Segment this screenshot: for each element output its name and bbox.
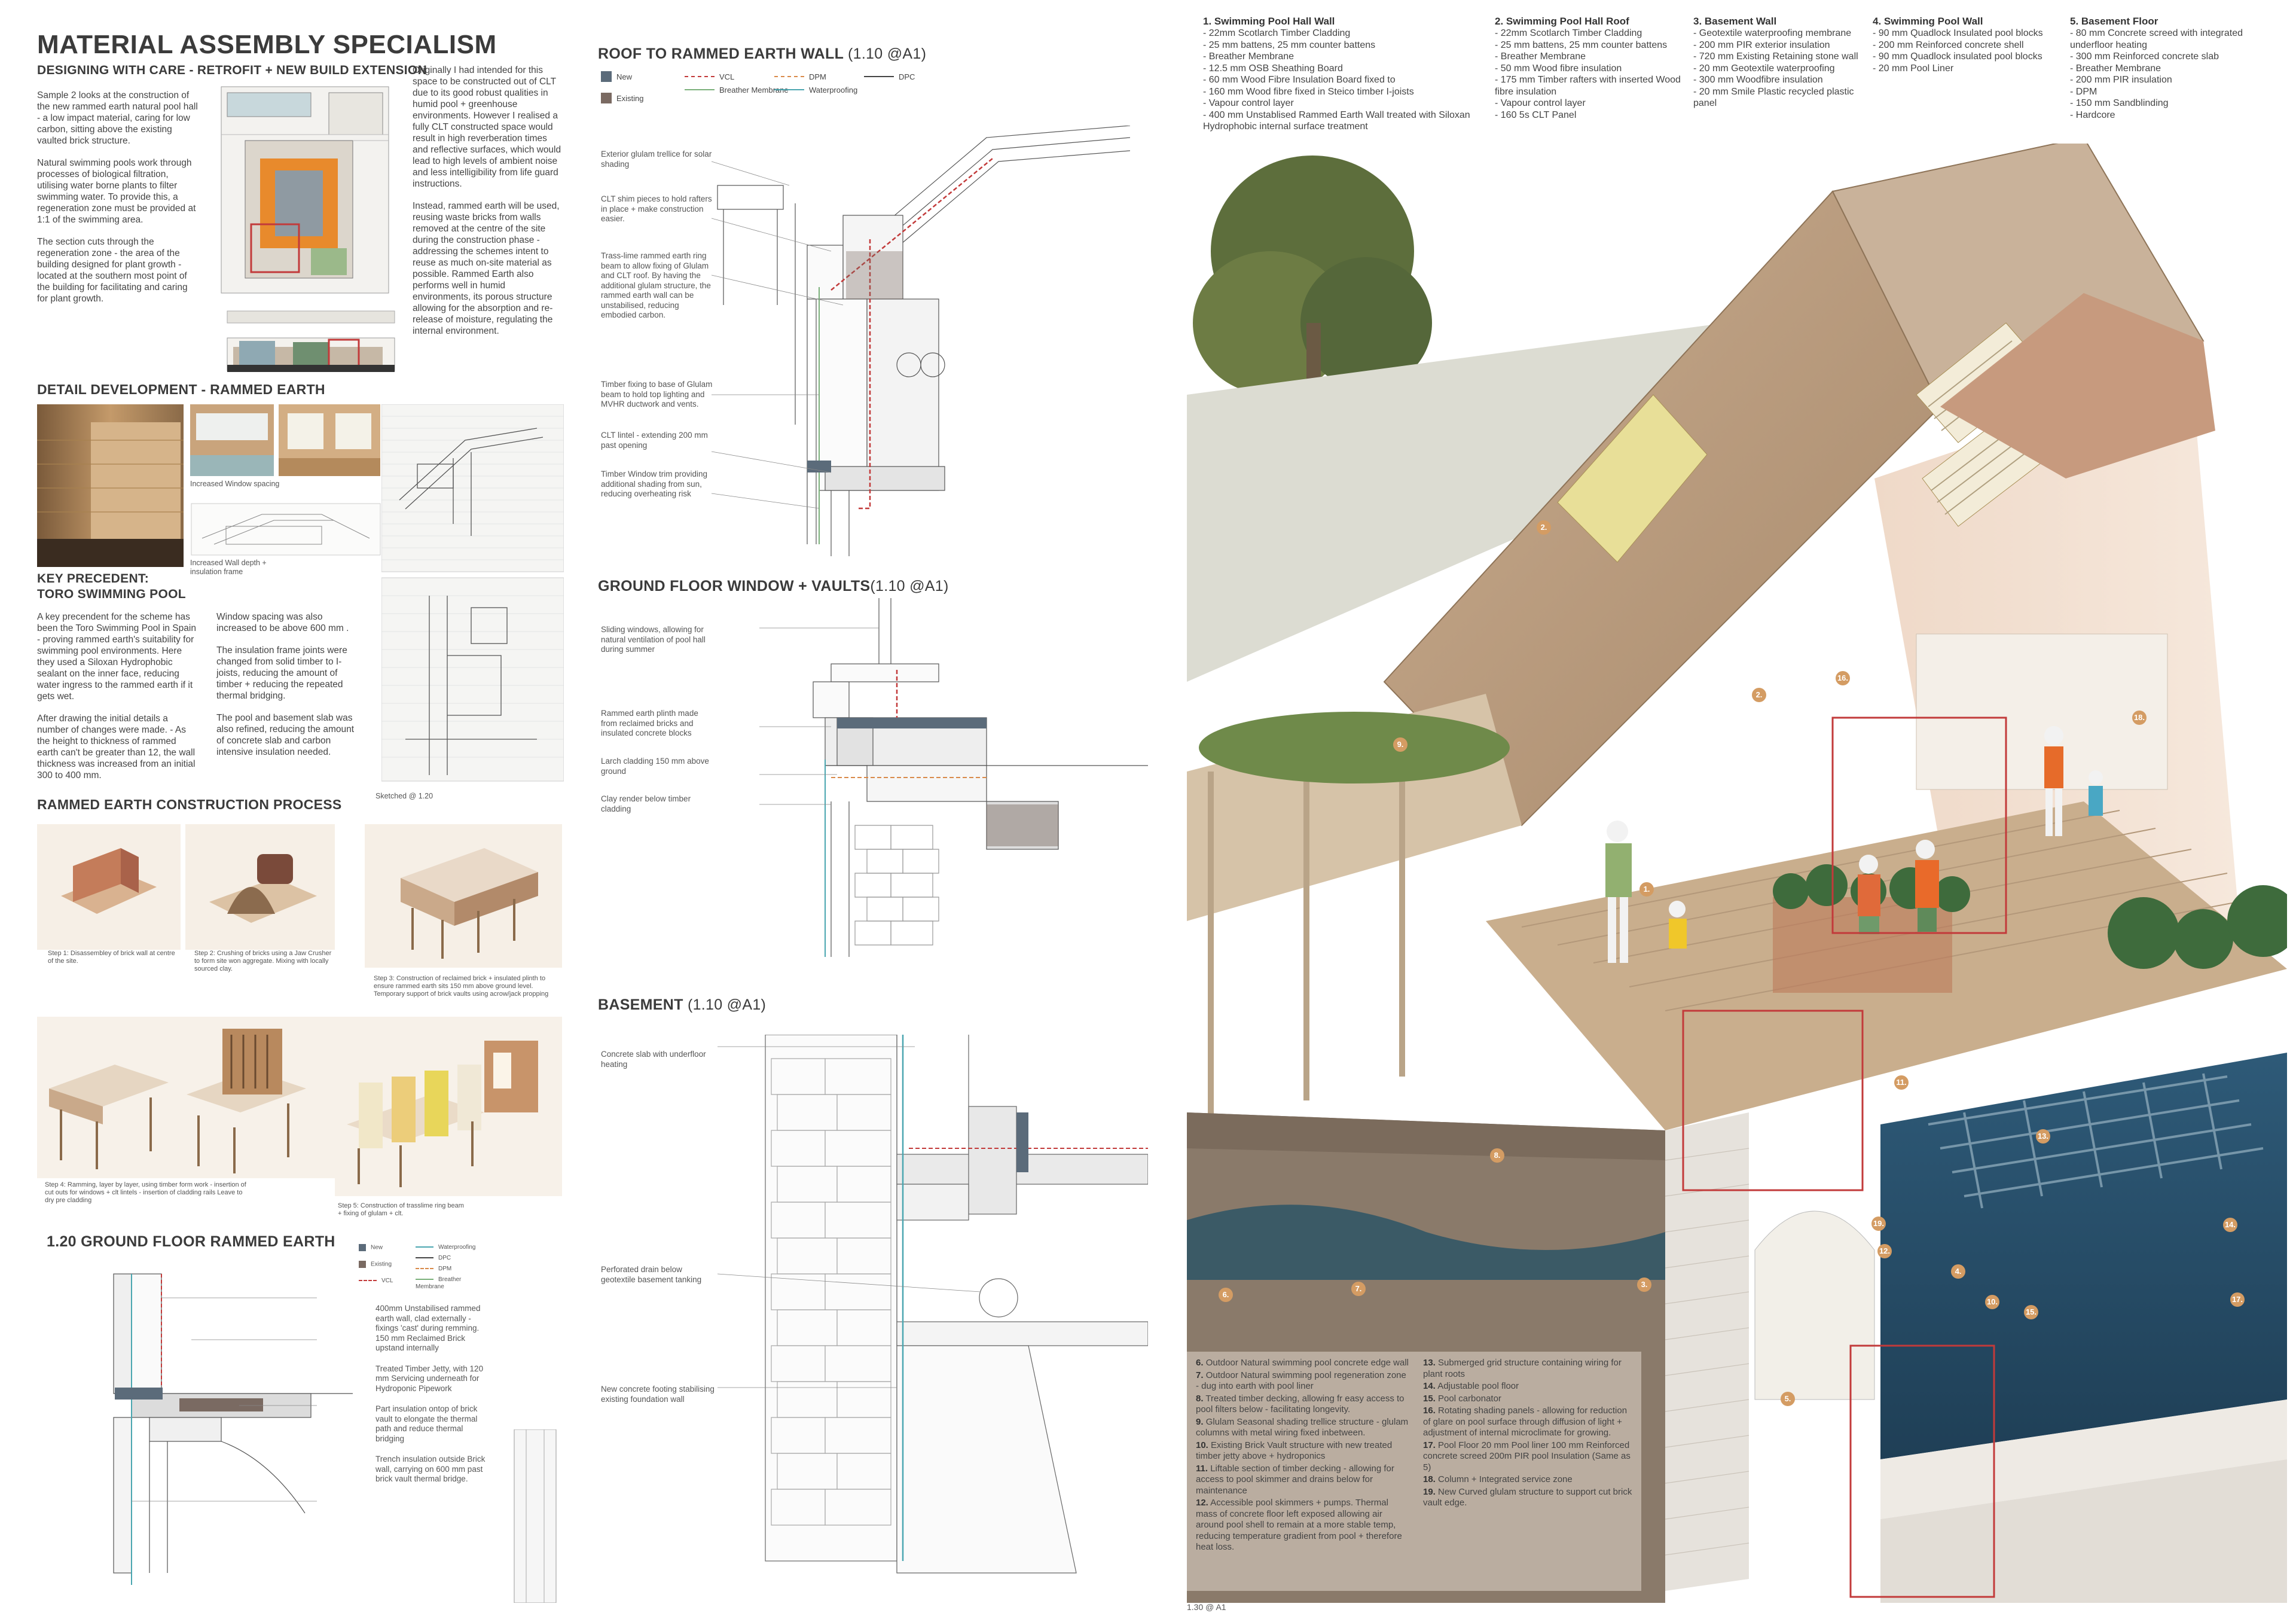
key-item-7: 7. Outdoor Natural swimming pool regener… [1196,1370,1406,1392]
key-item-13: 13. Submerged grid structure containing … [1423,1358,1622,1379]
marker-16: 16. [1836,671,1850,685]
step-2-illustration [185,824,335,950]
key-item-6: 6. Outdoor Natural swimming pool concret… [1196,1358,1409,1368]
marker-4: 4. [1951,1264,1965,1279]
marker-12: 12. [1877,1244,1892,1258]
ground-window-title: GROUND FLOOR WINDOW + VAULTS(1.10 @A1) [598,578,949,594]
axonometric-section-render [1187,136,2296,1603]
key-item-15: 15. Pool carbonator [1423,1393,1501,1404]
step-1-caption: Step 1: Disassembley of brick wall at ce… [48,950,175,965]
construction-process-title: RAMMED EARTH CONSTRUCTION PROCESS [37,797,342,812]
key-item-11: 11. Liftable section of timber decking -… [1196,1463,1394,1496]
drawing-scale: 1.30 @ A1 [1187,1602,1226,1612]
section-title-retrofit: DESIGNING WITH CARE - RETROFIT + NEW BUI… [37,63,428,77]
key-panel [1187,1352,1641,1591]
caption-window-spacing: Increased Window spacing [190,480,280,488]
key-col-2: 13. Submerged grid structure containing … [1423,1358,1632,1510]
key-item-8: 8. Treated timber decking, allowing fr e… [1196,1393,1405,1415]
marker-8: 8. [1490,1148,1504,1163]
key-item-16: 16. Rotating shading panels - allowing f… [1423,1405,1628,1438]
gf-section-drawing [90,1262,365,1597]
spec-1: 1. Swimming Pool Hall Wall - 22mm Scotla… [1203,16,1470,132]
marker-18: 18. [2132,711,2147,725]
key-item-18: 18. Column + Integrated service zone [1423,1474,1573,1484]
ground-floor-rammed-earth-title: 1.20 GROUND FLOOR RAMMED EARTH [47,1233,335,1250]
marker-3: 3. [1637,1278,1651,1292]
precedent-photo-windows-b [279,404,380,476]
marker-19: 19. [1871,1216,1886,1231]
marker-1: 1. [1639,882,1654,897]
key-item-9: 9. Glulam Seasonal shading trellice stru… [1196,1416,1409,1438]
spec-2: 2. Swimming Pool Hall Roof - 22mm Scotla… [1495,16,1681,120]
marker-15: 15. [2024,1305,2038,1319]
marker-5: 5. [1781,1392,1795,1406]
marker-6: 6. [1219,1288,1233,1302]
toro-pool-photo [37,404,184,567]
precedent-text-2: Window spacing was also increased to be … [216,612,355,757]
step-3-caption: Step 3: Construction of reclaimed brick … [374,975,549,998]
page-title: MATERIAL ASSEMBLY SPECIALISM [37,30,497,59]
precedent-photo-windows-a [190,404,274,476]
marker-10: 10. [1985,1295,1999,1309]
step-4-illustration [37,1017,336,1178]
spec-5: 5. Basement Floor - 80 mm Concrete scree… [2070,16,2243,120]
key-item-14: 14. Adjustable pool floor [1423,1381,1519,1391]
roof-detail-title: ROOF TO RAMMED EARTH WALL (1.10 @A1) [598,45,927,62]
step-5-illustration [335,1017,562,1196]
precedent-text-1: A key precendent for the scheme has been… [37,612,196,780]
marker-13: 13. [2036,1129,2050,1144]
key-col-1: 6. Outdoor Natural swimming pool concret… [1196,1358,1411,1554]
wall-depth-sketch [190,502,381,556]
gf-notes: 400mm Unstabilised rammed earth wall, cl… [375,1304,486,1483]
step-3-illustration [365,824,562,968]
step-5-caption: Step 5: Construction of trasslime ring b… [338,1202,464,1217]
basement-drawing [717,1034,1149,1591]
marker-7: 7. [1351,1282,1366,1296]
marker-17: 17. [2230,1292,2245,1307]
site-plan [209,81,401,299]
step-4-caption: Step 4: Ramming, layer by layer, using t… [45,1181,246,1204]
step-2-caption: Step 2: Crushing of bricks using a Jaw C… [194,950,332,972]
marker-11: 11. [1894,1075,1909,1090]
marker-2b: 2. [1752,688,1766,702]
detail-legend: New Existing VCL Breather Membrane DPM W… [601,69,960,111]
marker-9: 9. [1393,737,1407,752]
detail-development-title: DETAIL DEVELOPMENT - RAMMED EARTH [37,382,325,397]
step-1-illustration [37,824,181,950]
gf-wall-strip [502,1429,568,1603]
marker-14: 14. [2223,1218,2237,1232]
key-item-12: 12. Accessible pool skimmers + pumps. Th… [1196,1498,1402,1552]
people [1605,726,2103,963]
caption-wall-depth: Increased Wall depth + insulation frame [190,559,267,576]
marker-2a: 2. [1537,520,1551,535]
key-item-17: 17. Pool Floor 20 mm Pool liner 100 mm R… [1423,1440,1631,1472]
hand-sketches [381,404,564,787]
spec-4: 4. Swimming Pool Wall - 90 mm Quadlock I… [1873,16,2043,74]
site-section [221,305,401,377]
key-precedent-title: KEY PRECEDENT: TORO SWIMMING POOL [37,572,186,601]
clt-text: Originally I had intended for this space… [413,65,561,336]
intro-text: Sample 2 looks at the construction of th… [37,90,198,304]
key-item-19: 19. New Curved glulam structure to suppo… [1423,1486,1632,1508]
key-item-10: 10. Existing Brick Vault structure with … [1196,1440,1393,1462]
spec-3: 3. Basement Wall - Geotextile waterproof… [1693,16,1858,108]
ground-window-drawing [759,598,1148,957]
caption-sketched: Sketched @ 1.20 [375,792,433,800]
basement-title: BASEMENT (1.10 @A1) [598,996,767,1013]
roof-detail-drawing [711,125,1131,556]
